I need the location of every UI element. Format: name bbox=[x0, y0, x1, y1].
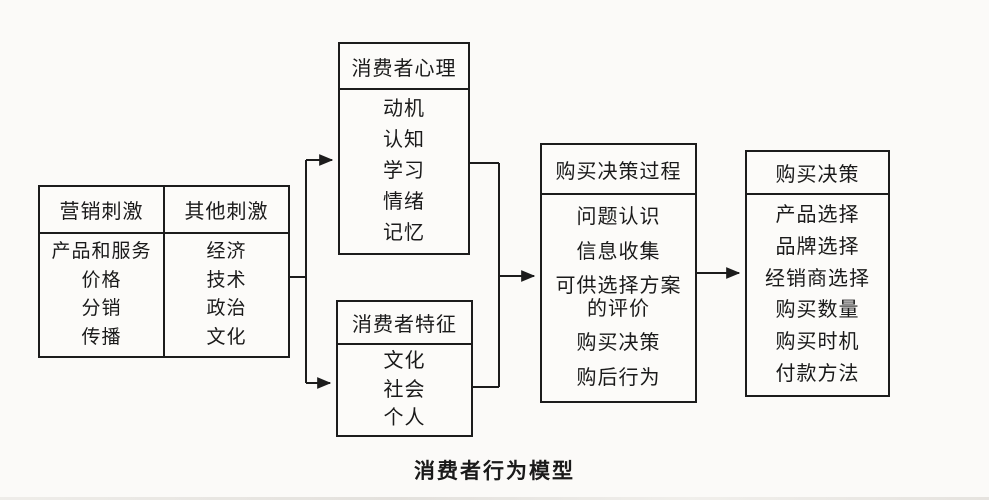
consumer-characteristics-header: 消费者特征 bbox=[338, 302, 471, 345]
other-stimuli-items: 经济 技术 政治 文化 bbox=[165, 234, 288, 356]
list-item: 传播 bbox=[81, 327, 122, 349]
purchase-decision-header: 购买决策 bbox=[747, 152, 888, 195]
consumer-psychology-box: 消费者心理 动机 认知 学习 情绪 记忆 bbox=[338, 42, 470, 255]
list-item: 学习 bbox=[383, 160, 425, 182]
list-item: 社会 bbox=[383, 378, 426, 401]
consumer-psychology-header: 消费者心理 bbox=[340, 44, 468, 90]
list-item: 可供选择方案的评价 bbox=[555, 274, 682, 320]
other-stimuli-header: 其他刺激 bbox=[165, 187, 288, 234]
list-item: 购买决策 bbox=[576, 332, 661, 355]
list-item: 个人 bbox=[383, 406, 426, 429]
list-item: 价格 bbox=[81, 269, 122, 291]
list-item: 动机 bbox=[383, 98, 425, 120]
list-item: 文化 bbox=[206, 327, 247, 349]
list-item: 问题认识 bbox=[576, 206, 661, 229]
stimuli-box: 营销刺激 产品和服务 价格 分销 传播 其他刺激 经济 技术 政治 文化 bbox=[38, 185, 290, 358]
purchase-decision-items: 产品选择 品牌选择 经销商选择 购买数量 购买时机 付款方法 bbox=[747, 195, 888, 395]
other-stimuli-column: 其他刺激 经济 技术 政治 文化 bbox=[165, 187, 288, 356]
buying-decision-process-header: 购买决策过程 bbox=[542, 145, 695, 195]
list-item: 认知 bbox=[383, 129, 425, 151]
list-item: 经济 bbox=[206, 240, 247, 262]
list-item: 购买时机 bbox=[775, 331, 860, 354]
buying-decision-process-items: 问题认识 信息收集 可供选择方案的评价 购买决策 购后行为 bbox=[542, 195, 695, 401]
list-item: 购买数量 bbox=[775, 299, 860, 322]
list-item: 产品选择 bbox=[775, 203, 860, 226]
purchase-decision-box: 购买决策 产品选择 品牌选择 经销商选择 购买数量 购买时机 付款方法 bbox=[745, 150, 890, 397]
consumer-characteristics-items: 文化 社会 个人 bbox=[338, 345, 471, 435]
buying-decision-process-box: 购买决策过程 问题认识 信息收集 可供选择方案的评价 购买决策 购后行为 bbox=[540, 143, 697, 403]
consumer-psychology-items: 动机 认知 学习 情绪 记忆 bbox=[340, 90, 468, 253]
consumer-characteristics-box: 消费者特征 文化 社会 个人 bbox=[336, 300, 473, 437]
marketing-stimuli-header: 营销刺激 bbox=[40, 187, 163, 234]
list-item: 技术 bbox=[206, 269, 247, 291]
list-item: 付款方法 bbox=[775, 363, 860, 386]
list-item: 产品和服务 bbox=[51, 240, 152, 262]
marketing-stimuli-column: 营销刺激 产品和服务 价格 分销 传播 bbox=[40, 187, 165, 356]
list-item: 购后行为 bbox=[576, 366, 661, 389]
list-item: 信息收集 bbox=[576, 240, 661, 263]
diagram-caption: 消费者行为模型 bbox=[414, 460, 575, 483]
marketing-stimuli-items: 产品和服务 价格 分销 传播 bbox=[40, 234, 163, 356]
list-item: 品牌选择 bbox=[775, 235, 860, 258]
scan-edge-artifact bbox=[0, 497, 989, 500]
list-item: 情绪 bbox=[383, 191, 425, 213]
list-item: 政治 bbox=[206, 298, 247, 320]
list-item: 记忆 bbox=[383, 222, 425, 244]
list-item: 分销 bbox=[81, 298, 122, 320]
list-item: 经销商选择 bbox=[765, 267, 870, 290]
list-item: 文化 bbox=[383, 350, 426, 373]
